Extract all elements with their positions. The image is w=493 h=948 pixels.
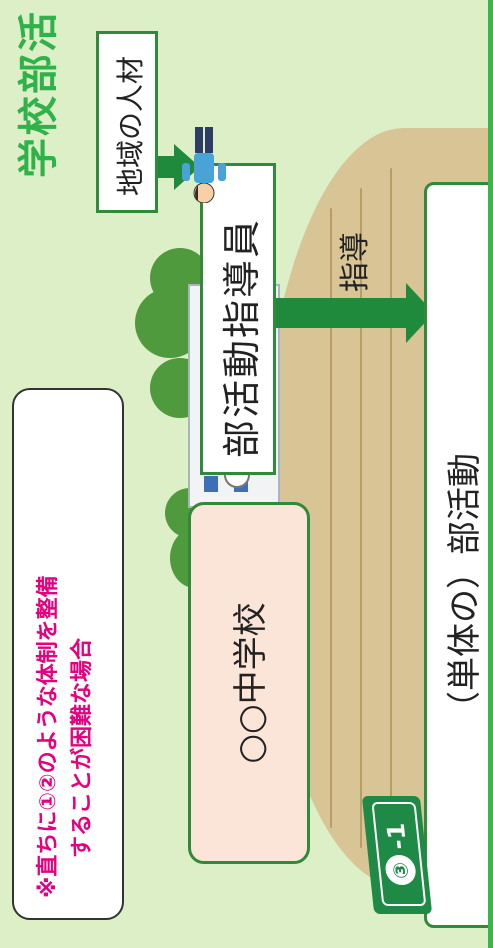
local-talent-box: 地域の人材 [96,31,158,213]
instructor-box: 部活動指導員 [200,163,276,475]
bottom-rule [488,0,493,948]
note-text: ※直ちに①②のような体制を整備 することが困難な場合 [32,398,100,898]
page-title: 学校部活 [16,10,62,178]
school-label: ○○中学校 [231,602,271,764]
badge-number: ③ [384,855,418,886]
note-box: ※直ちに①②のような体制を整備 することが困難な場合 [12,388,124,920]
badge-suffix: -1 [381,822,413,850]
guide-label: 指導 [338,232,373,292]
club-box: （単体の）部活動 [424,182,493,928]
ground-line [390,168,392,858]
club-label: （単体の）部活動 [445,453,485,725]
instructor-label: 部活動指導員 [220,217,264,458]
school-box: ○○中学校 [188,502,310,864]
guide-arrow-shaft [270,298,410,328]
badge-inner: ③ -1 [371,802,427,906]
instructor-person-icon [182,127,226,203]
local-talent-label: 地域の人材 [114,55,147,196]
note-line-1: ※直ちに①②のような体制を整備 [36,575,61,898]
note-line-2: することが困難な場合 [70,637,95,858]
badge: ③ -1 [361,796,433,914]
